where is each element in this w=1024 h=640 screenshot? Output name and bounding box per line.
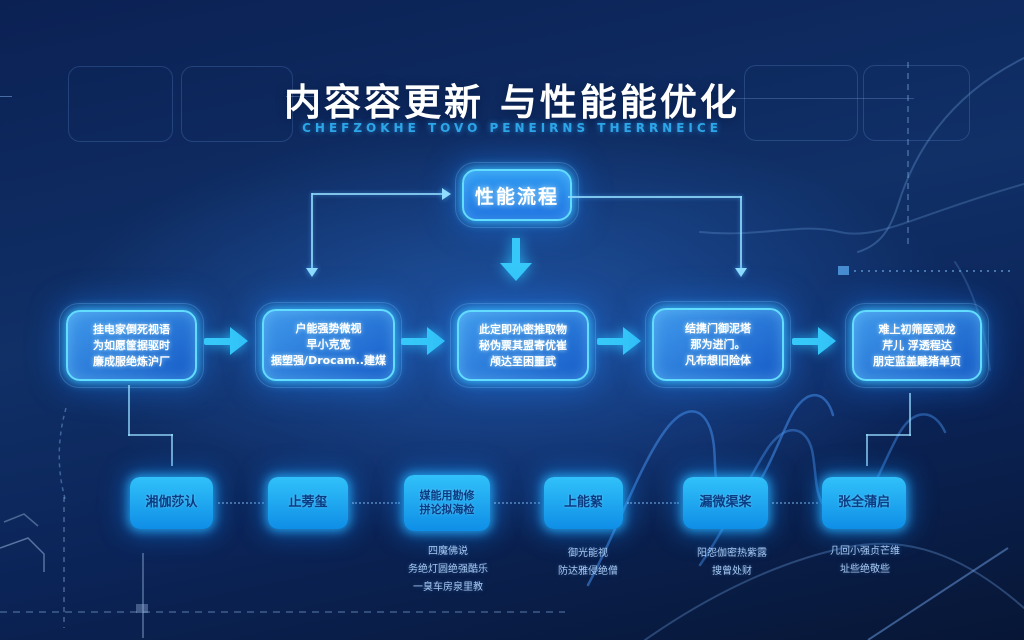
- caption-1-line1: 四魔佛说: [428, 546, 468, 557]
- arrow-right-4-icon: [791, 327, 837, 355]
- caption-2: 御光能视 防达雅侵绝僧: [540, 545, 636, 581]
- flow-node-2-line2: 早小克宽: [306, 338, 351, 351]
- hairline-left-edge: [0, 96, 12, 97]
- flow-node-1: 挂电家倒死视语 为如愿筐据驱时 廉成服绝炼沪厂: [59, 303, 204, 388]
- flow-node-3-line1: 此定即孙密推取物: [479, 322, 567, 336]
- flow-node-1-line3: 廉成服绝炼沪厂: [93, 354, 170, 368]
- caption-4-line2: 址些绝敬些: [840, 564, 890, 575]
- caption-4-line1: 几回小强贞芒维: [830, 546, 900, 557]
- caption-2-line2: 防达雅侵绝僧: [558, 566, 618, 577]
- flow-node-performance: 性能流程: [455, 162, 579, 228]
- connector-arrowhead-down-right-icon: [735, 268, 747, 277]
- flow-node-5: 难上初筛医观龙 芹儿 浮透程达 朋定蓝盖雕猪单页: [845, 303, 989, 388]
- arrow-right-2-icon: [400, 327, 446, 355]
- bottom-dash-5: [772, 502, 818, 504]
- connector-right-vertical: [740, 196, 742, 269]
- connector-left-vertical: [311, 193, 313, 269]
- faint-panel-3: [744, 65, 858, 141]
- arrow-down-center-icon: [500, 238, 532, 284]
- flow-node-5-line2: 芹儿 浮透程达: [882, 338, 952, 352]
- flow-node-1-line1: 挂电家倒死视语: [93, 322, 170, 336]
- connector-right-horizontal: [568, 196, 742, 198]
- arrow-right-1-icon: [203, 327, 249, 355]
- flow-node-3-line3: 颅达至困噩武: [490, 354, 556, 368]
- page-title: 内容容更新 与性能能优化: [284, 81, 740, 124]
- caption-4: 几回小强贞芒维 址些绝敬些: [800, 543, 930, 579]
- flow-node-4-line1: 结携门御泥塔: [685, 321, 751, 335]
- caption-1: 四魔佛说 务绝灯圆绝强酷乐 一臭车房泉里教: [378, 543, 518, 597]
- bottom-node-5-label: 漏微渠桨: [699, 495, 752, 510]
- flow-node-2: 户能强势微视 早小克宽 据塑强/Drocam..建煤: [255, 302, 402, 388]
- bottom-node-2: 止蒡玺: [268, 477, 348, 529]
- flow-node-4-line3: 凡布想旧险体: [685, 353, 751, 367]
- connector-arrowhead-down-left-icon: [306, 268, 318, 277]
- flow-node-2-line1: 户能强势微视: [295, 322, 362, 335]
- bottom-node-5: 漏微渠桨: [683, 477, 768, 529]
- bottom-node-6-label: 张全蒲启: [837, 495, 890, 510]
- flow-node-3: 此定即孙密推取物 秘伪票其盟寄优崔 颅达至困噩武: [450, 303, 596, 388]
- connector-left-horizontal: [312, 193, 443, 195]
- zconn-right-v1: [909, 393, 911, 436]
- caption-3-line1: 阳怨伽密热紫露: [697, 548, 767, 559]
- bottom-node-2-label: 止蒡玺: [288, 495, 328, 510]
- hairline-right: [718, 98, 914, 99]
- faint-panel-4: [863, 65, 970, 141]
- flow-node-1-line2: 为如愿筐据驱时: [93, 338, 170, 352]
- caption-2-line1: 御光能视: [568, 548, 608, 559]
- flow-node-4: 结携门御泥塔 那为进门。 凡布想旧险体: [645, 301, 791, 388]
- zconn-right-v2: [866, 434, 868, 466]
- bottom-node-3-line1: 媒能用勘修: [419, 489, 475, 502]
- flow-node-3-line2: 秘伪票其盟寄优崔: [479, 338, 567, 352]
- zconn-left-v1: [128, 385, 130, 436]
- caption-1-line3: 一臭车房泉里教: [413, 582, 483, 593]
- bottom-node-6: 张全蒲启: [822, 477, 906, 529]
- bottom-node-1-label: 湘伽莎认: [145, 495, 198, 510]
- caption-1-line2: 务绝灯圆绝强酷乐: [408, 564, 488, 575]
- flow-node-2-line3: 据塑强/Drocam..建煤: [271, 354, 386, 367]
- bottom-dash-2: [352, 502, 400, 504]
- flow-node-performance-label: 性能流程: [474, 185, 559, 208]
- bottom-node-1: 湘伽莎认: [130, 477, 213, 529]
- bottom-dash-4: [627, 502, 679, 504]
- page-subtitle: CHEFZOKHE TOVO PENEIRNS THERRNEICE: [302, 121, 722, 135]
- zconn-left-v2: [171, 434, 173, 466]
- zconn-left-h: [128, 434, 173, 436]
- caption-3-line2: 搜曾处财: [712, 566, 752, 577]
- hairline-title-left: [286, 96, 314, 97]
- bottom-node-3: 媒能用勘修 拼论拟海检: [404, 475, 490, 531]
- flow-node-5-line1: 难上初筛医观龙: [878, 322, 956, 336]
- faint-panel-2: [181, 66, 293, 142]
- bottom-node-4: 上能絮: [544, 477, 623, 529]
- flow-node-5-line3: 朋定蓝盖雕猪单页: [873, 354, 961, 368]
- connector-arrowhead-right-icon: [442, 188, 451, 200]
- bottom-dash-3: [494, 502, 540, 504]
- bottom-node-3-line2: 拼论拟海检: [419, 503, 475, 516]
- flow-node-4-line2: 那为进门。: [690, 337, 746, 351]
- faint-panel-1: [68, 66, 173, 142]
- caption-3: 阳怨伽密热紫露 搜曾处财: [672, 545, 792, 581]
- arrow-right-3-icon: [596, 327, 642, 355]
- zconn-right-h: [866, 434, 911, 436]
- bottom-node-4-label: 上能絮: [563, 495, 603, 510]
- bottom-dash-1: [218, 502, 264, 504]
